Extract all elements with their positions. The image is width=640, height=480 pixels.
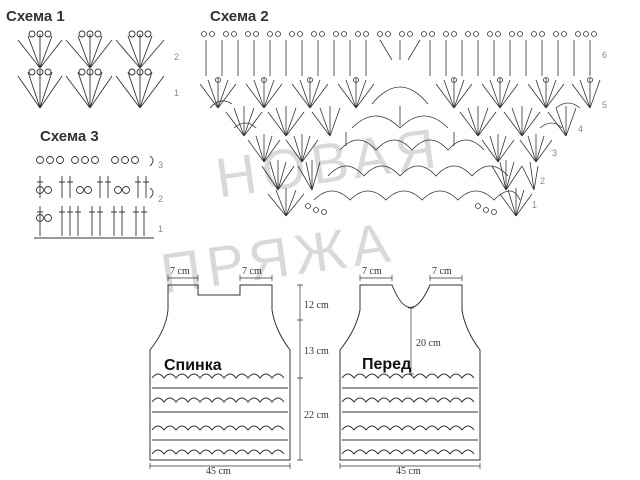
scheme-2-side-arcs xyxy=(209,100,581,129)
scheme-2-top-stitches xyxy=(205,39,591,76)
back-height-top: 12 cm xyxy=(304,300,329,311)
front-neck-depth: 20 cm xyxy=(416,338,441,349)
scheme-3-row-3-chains xyxy=(36,155,154,167)
back-width: 45 cm xyxy=(206,466,231,477)
scheme-1-row-2: 2 xyxy=(174,52,180,62)
front-outline xyxy=(339,284,481,461)
scheme-2-row-1: 1 xyxy=(532,200,538,210)
scheme-3-row-2: 2 xyxy=(158,194,164,204)
scheme-2-row-3-fans xyxy=(247,134,553,163)
front-width: 45 cm xyxy=(396,466,421,477)
scheme-2-center-arches xyxy=(313,86,521,201)
scheme-2-top-picots xyxy=(201,31,597,37)
back-label: Спинка xyxy=(164,357,222,374)
scheme-2-row-5-fans xyxy=(199,77,601,109)
scheme-2-row-3: 3 xyxy=(552,148,558,158)
scheme-1-bottom-row xyxy=(17,68,165,109)
scheme-1-row-1: 1 xyxy=(174,88,180,98)
front-label: Перед xyxy=(362,356,412,373)
scheme-2-row-2-fans xyxy=(261,160,539,191)
scheme-2-row-5: 5 xyxy=(602,100,608,110)
scheme-2-row-4: 4 xyxy=(578,124,584,134)
scheme-3-row-2-stitches xyxy=(36,176,154,199)
back-dimension-lines xyxy=(149,275,303,469)
front-dimension-lines xyxy=(339,275,481,469)
scheme-1-title: Схема 1 xyxy=(6,8,65,25)
front-strap-left-width: 7 cm xyxy=(362,266,382,277)
back-strap-right-width: 7 cm xyxy=(242,266,262,277)
back-scallop-bands xyxy=(151,373,288,455)
scheme-3-row-3: 3 xyxy=(158,160,164,170)
scheme-3-row-1: 1 xyxy=(158,224,164,234)
front-strap-right-width: 7 cm xyxy=(432,266,452,277)
scheme-3-title: Схема 3 xyxy=(40,128,99,145)
back-height-middle: 13 cm xyxy=(304,346,329,357)
back-height-bottom: 22 cm xyxy=(304,410,329,421)
front-scallop-bands xyxy=(341,373,478,455)
scheme-3-row-1-stitches xyxy=(34,206,154,239)
scheme-2-row-2: 2 xyxy=(540,176,546,186)
scheme-2-row-6: 6 xyxy=(602,50,608,60)
scheme-2-row-4-fans xyxy=(225,106,577,137)
scheme-2-row-1-fans xyxy=(267,188,533,217)
back-outline xyxy=(149,284,291,461)
scheme-2-title: Схема 2 xyxy=(210,8,269,25)
scheme-1-top-row xyxy=(17,30,165,69)
back-strap-left-width: 7 cm xyxy=(170,266,190,277)
